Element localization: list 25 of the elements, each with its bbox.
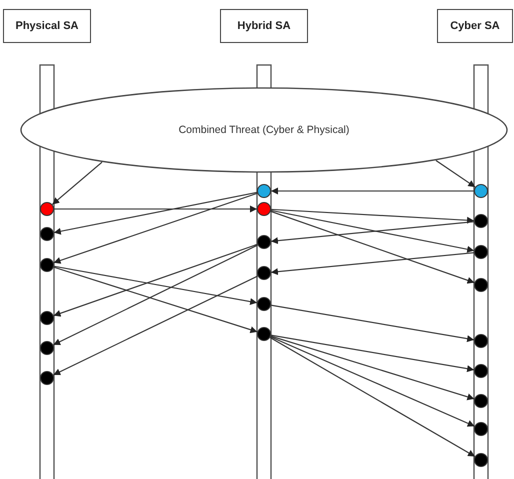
- arrow: [53, 244, 258, 317]
- arrow: [270, 336, 475, 427]
- arrow: [270, 208, 474, 224]
- arrow: [270, 336, 474, 400]
- arrow: [270, 252, 474, 276]
- arrow: [270, 334, 474, 372]
- arrow: [270, 221, 474, 244]
- arrow: [270, 337, 476, 457]
- arrow: [271, 188, 474, 194]
- arrow: [54, 266, 258, 305]
- arrow: [53, 276, 258, 376]
- arrow: [54, 192, 258, 235]
- arrow: [52, 162, 102, 205]
- threat-label: Combined Threat (Cyber & Physical): [178, 124, 350, 136]
- arrow: [53, 244, 258, 346]
- arrow: [54, 206, 257, 212]
- arrow: [436, 160, 476, 188]
- arrow: [270, 210, 474, 253]
- arrow: [53, 192, 258, 264]
- arrow: [270, 210, 475, 284]
- lane-header: Hybrid SA: [220, 9, 308, 43]
- arrow: [54, 266, 258, 334]
- lane-header: Physical SA: [3, 9, 91, 43]
- lane-header: Cyber SA: [437, 9, 513, 43]
- arrow: [270, 304, 474, 342]
